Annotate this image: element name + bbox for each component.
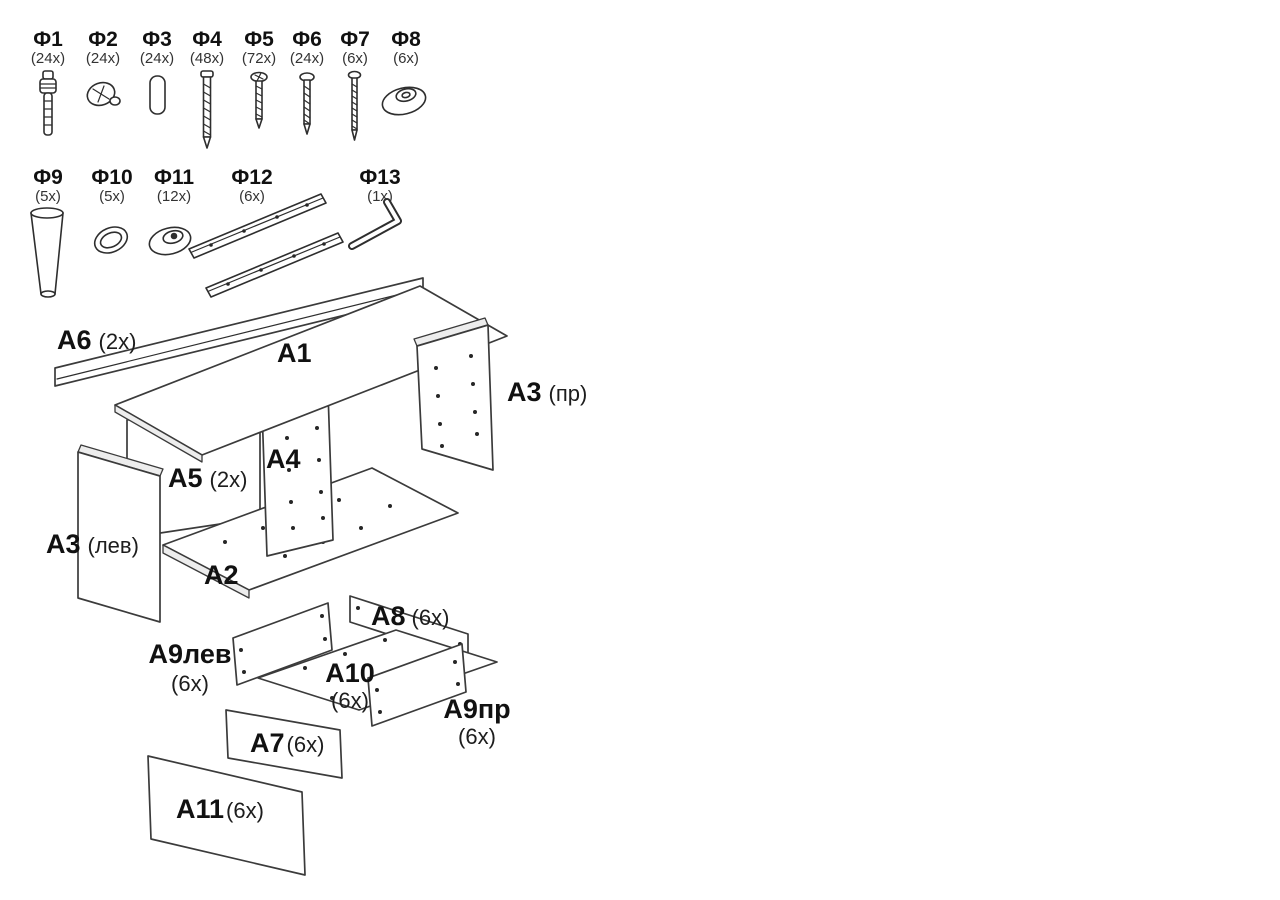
wood-screw-icon [299,72,315,135]
hardware-qty: (5x) [35,188,61,205]
panel-a11 [147,755,306,876]
drawer-slides-icon [188,193,344,298]
hardware-id: Ф10 [91,166,132,189]
hardware-item-f5: Ф5 (72x) [242,28,276,129]
panel-a3-right-label: A3 (пр) [507,377,587,407]
panel-a4-label: A4 [266,444,301,474]
panel-a10-qty: (6x) [331,688,369,713]
hardware-qty: (24x) [86,50,120,67]
hardware-qty: (12x) [157,188,191,205]
hardware-id: Ф7 [340,28,370,51]
panel-a10-id: A10 [325,658,375,688]
panel-a7 [225,709,343,779]
hardware-item-f10: Ф10 (5x) [91,166,133,254]
panel-a9-right-id: А9пр [443,694,510,724]
panel-a3-right-qty: (пр) [549,381,588,406]
hardware-id: Ф5 [244,28,274,51]
panel-a3-left [77,444,164,623]
hardware-qty: (5x) [99,188,125,205]
panel-a3-right [413,317,494,471]
panel-a11-id: A11 [176,794,224,824]
panel-a6-label: A6 (2x) [57,325,136,355]
panel-a4-id: A4 [266,444,301,474]
ribbed-dowel-icon [39,70,57,136]
panel-a3-left-id: A3 [46,529,81,559]
panels [54,277,508,876]
panel-a3-left-qty: (лев) [88,533,139,558]
hardware-item-f4: Ф4 (48x) [190,28,224,149]
panel-a8-qty: (6x) [412,605,450,630]
hardware-qty: (24x) [140,50,174,67]
screw-icon [250,71,268,129]
hardware-row-1: Ф1 (24x) Ф2 (24x) [31,28,427,149]
panel-a8-label: A8(6x) [371,601,449,631]
panel-a9-right-qty: (6x) [458,724,496,749]
panel-a6-qty: (2x) [99,329,137,354]
panel-a7-label: A7(6x) [250,728,324,758]
hardware-id: Ф8 [391,28,421,51]
nail-glide-icon [148,226,192,256]
hardware-item-f12: Ф12 (6x) [188,166,344,298]
panel-a1 [114,285,508,463]
furniture-leg-icon [30,207,64,298]
hardware-item-f13: Ф13 (1x) [348,166,402,250]
panel-a5-label: A5 (2x) [168,463,247,493]
panel-a9-right [367,643,467,727]
cap-washer-icon [381,86,427,116]
hardware-qty: (48x) [190,50,224,67]
panel-a8-id: A8 [371,601,406,631]
hardware-qty: (24x) [31,50,65,67]
hardware-id: Ф1 [33,28,63,51]
hardware-item-f2: Ф2 (24x) [86,28,121,107]
panel-a1-id: A1 [277,338,312,368]
hardware-item-f8: Ф8 (6x) [381,28,427,116]
thin-screw-icon [347,70,362,141]
panel-a2-label: A2 [204,560,239,590]
hardware-qty: (6x) [342,50,368,67]
hardware-id: Ф6 [292,28,322,51]
panel-a9-left-id: А9лев [149,639,232,669]
panel-a2-id: A2 [204,560,239,590]
panel-a6-id: A6 [57,325,92,355]
panel-a3-left-label: A3 (лев) [46,529,139,559]
hardware-qty: (6x) [393,50,419,67]
hardware-id: Ф11 [154,166,194,189]
hardware-row-2: Ф9 (5x) Ф10 (5x) Ф11 (12x) [30,166,402,298]
panel-a1-label: A1 [277,338,312,368]
hardware-item-f6: Ф6 (24x) [290,28,324,135]
wooden-dowel-icon [149,75,166,115]
hardware-id: Ф3 [142,28,172,51]
hardware-id: Ф13 [359,166,400,189]
panel-a5-qty: (2x) [210,467,248,492]
panel-a9-left [232,602,333,686]
hardware-id: Ф12 [231,166,272,189]
panel-labels: A6 (2x) A1 A3 (пр) A5 (2x) A4 A3 (лев) A2 A8… [46,325,587,824]
panel-a3-right-id: A3 [507,377,542,407]
panel-a11-qty: (6x) [226,798,264,823]
cam-lock-icon [86,81,121,107]
hardware-item-f9: Ф9 (5x) [30,166,64,298]
panel-a7-qty: (6x) [287,732,325,757]
confirmat-screw-icon [200,70,214,149]
panel-a11-label: A11(6x) [176,794,264,824]
hardware-item-f7: Ф7 (6x) [340,28,370,141]
hardware-item-f3: Ф3 (24x) [140,28,174,115]
hardware-id: Ф9 [33,166,63,189]
hardware-item-f11: Ф11 (12x) [148,166,194,256]
hardware-id: Ф2 [88,28,118,51]
panel-a9-left-qty: (6x) [171,671,209,696]
hardware-qty: (72x) [242,50,276,67]
oval-ring-icon [93,226,129,254]
panel-a5-id: A5 [168,463,203,493]
panel-a7-id: A7 [250,728,285,758]
hardware-item-f1: Ф1 (24x) [31,28,65,136]
hardware-qty: (24x) [290,50,324,67]
hex-key-icon [348,198,402,250]
hardware-id: Ф4 [192,28,222,51]
hardware-qty: (6x) [239,188,265,205]
